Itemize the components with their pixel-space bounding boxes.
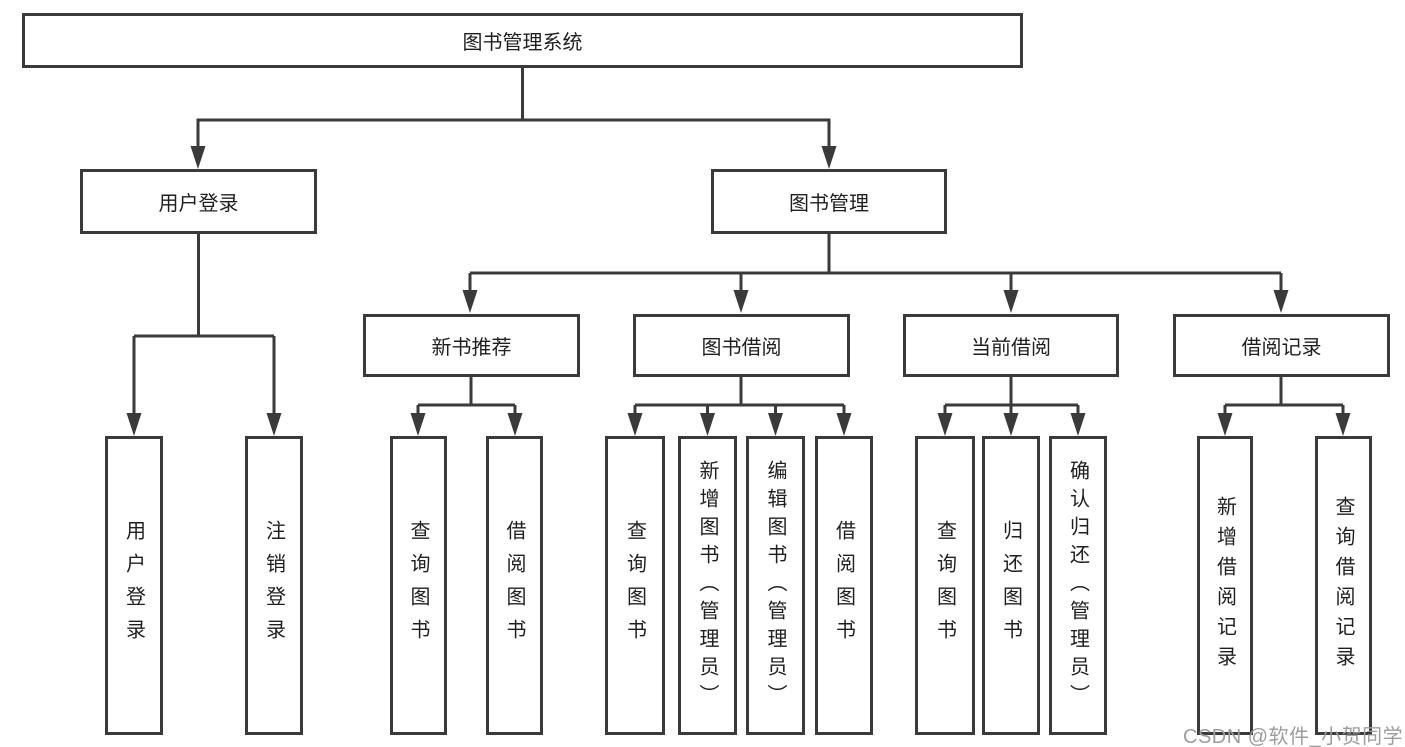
leaf-newrec-query-books-label: 查询图书	[407, 519, 429, 652]
leaf-logout-label: 注销登录	[262, 519, 285, 652]
node-new-book-recommend: 新书推荐	[363, 314, 580, 377]
node-user-login-label: 用户登录	[158, 193, 239, 215]
node-current-borrowing-label: 当前借阅	[971, 337, 1051, 359]
node-book-borrowing: 图书借阅	[633, 314, 850, 377]
node-new-book-recommend-label: 新书推荐	[431, 337, 512, 359]
leaf-records-query-record-label: 查询借阅记录	[1332, 495, 1354, 676]
node-root: 图书管理系统	[22, 13, 1023, 68]
leaf-logout: 注销登录	[245, 436, 303, 735]
leaf-borrow-query-books-label: 查询图书	[623, 519, 646, 652]
leaf-newrec-query-books: 查询图书	[390, 436, 447, 735]
leaf-user-login-label: 用户登录	[122, 519, 145, 652]
leaf-current-confirm-return-admin-label: 确认归还（管理员）	[1066, 459, 1089, 712]
leaf-newrec-borrow-books-label: 借阅图书	[503, 519, 525, 652]
leaf-borrow-borrow-books: 借阅图书	[815, 436, 873, 735]
leaf-records-add-record: 新增借阅记录	[1197, 436, 1253, 735]
leaf-current-confirm-return-admin: 确认归还（管理员）	[1049, 436, 1107, 735]
edge-new-book-recommend-to-leaves	[410, 377, 523, 436]
leaf-borrow-borrow-books-label: 借阅图书	[832, 519, 855, 652]
leaf-user-login: 用户登录	[105, 436, 163, 735]
edge-current-borrowing-to-leaves	[937, 377, 1086, 436]
leaf-borrow-edit-books-admin-label: 编辑图书（管理员）	[764, 459, 786, 712]
edge-borrowing-records-to-leaves	[1217, 377, 1351, 436]
leaf-records-add-record-label: 新增借阅记录	[1213, 495, 1236, 676]
edge-book-management-to-level3	[462, 234, 1289, 313]
node-borrowing-records-label: 借阅记录	[1241, 337, 1322, 359]
leaf-borrow-add-books-admin-label: 新增图书（管理员）	[696, 459, 718, 712]
edge-user-login-to-leaves	[126, 234, 282, 436]
leaf-current-query-books: 查询图书	[915, 436, 975, 735]
node-root-label: 图书管理系统	[462, 32, 583, 54]
leaf-borrow-edit-books-admin: 编辑图书（管理员）	[746, 436, 805, 735]
leaf-records-query-record: 查询借阅记录	[1315, 436, 1372, 735]
node-book-management-label: 图书管理	[789, 193, 869, 215]
leaf-current-query-books-label: 查询图书	[933, 519, 956, 652]
watermark: CSDN @软件_小贺同学	[1183, 726, 1404, 747]
leaf-borrow-add-books-admin: 新增图书（管理员）	[678, 436, 737, 735]
node-book-borrowing-label: 图书借阅	[701, 337, 782, 359]
node-book-management: 图书管理	[711, 169, 947, 234]
leaf-borrow-query-books: 查询图书	[605, 436, 665, 735]
node-borrowing-records: 借阅记录	[1173, 314, 1390, 377]
leaf-current-return-books-label: 归还图书	[999, 519, 1022, 652]
node-current-borrowing: 当前借阅	[903, 314, 1119, 377]
leaf-newrec-borrow-books: 借阅图书	[486, 436, 543, 735]
leaf-current-return-books: 归还图书	[982, 436, 1040, 735]
node-user-login: 用户登录	[80, 169, 317, 234]
edge-book-borrowing-to-leaves	[627, 377, 852, 436]
edge-root-to-level2	[190, 68, 837, 169]
